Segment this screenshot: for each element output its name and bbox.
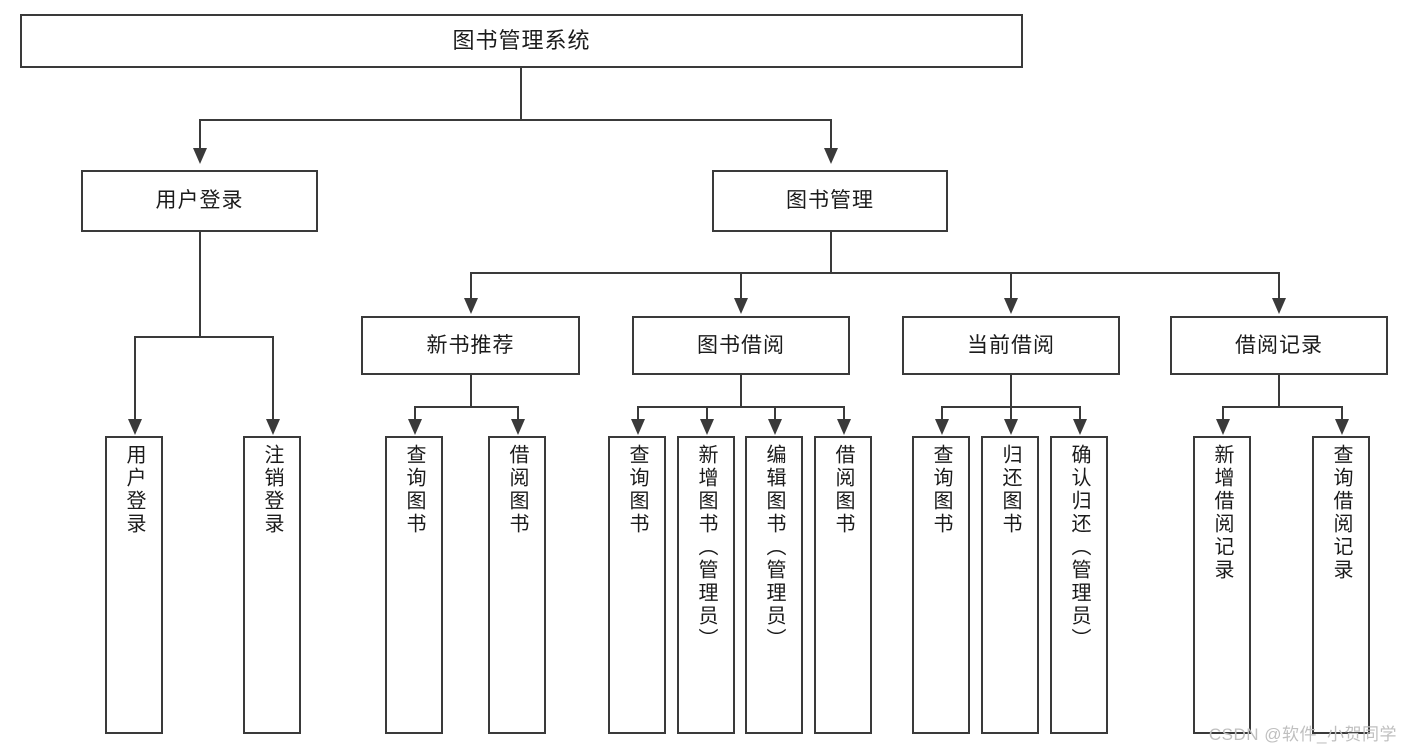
leaf-borrow-record-query-record[interactable]: 查询借阅记录 (1312, 436, 1370, 734)
connector-borrow-record-bar (1222, 406, 1341, 408)
connector-bm-drop-2 (740, 272, 742, 300)
connector-bm-drop-3 (1010, 272, 1012, 300)
node-label: 图书借阅 (697, 333, 785, 357)
connector-root-bar (199, 119, 831, 121)
arrow-root-to-book-manage (824, 148, 838, 164)
connector-bb-drop-3 (774, 406, 776, 420)
node-label: 用户登录 (123, 444, 145, 536)
node-label: 查询图书 (403, 444, 425, 536)
connector-book-manage-stem (830, 232, 832, 272)
node-label: 当前借阅 (967, 333, 1055, 357)
arrow-to-cb-return-book (1004, 419, 1018, 435)
arrow-to-new-book (464, 298, 478, 314)
node-label: 新增借阅记录 (1211, 444, 1233, 582)
node-label: 借阅图书 (832, 444, 854, 536)
connector-nb-drop-2 (517, 406, 519, 420)
node-label: 图书管理系统 (452, 27, 591, 53)
node-label: 新书推荐 (426, 333, 515, 357)
leaf-borrow-record-add-record[interactable]: 新增借阅记录 (1193, 436, 1251, 734)
node-label: 编辑图书（管理员） (763, 444, 785, 651)
connector-nb-drop-1 (414, 406, 416, 420)
arrow-root-to-user-login (193, 148, 207, 164)
connector-bb-drop-1 (637, 406, 639, 420)
node-label: 查询借阅记录 (1330, 444, 1352, 582)
connector-cb-drop-3 (1079, 406, 1081, 420)
arrow-to-cb-query-book (935, 419, 949, 435)
leaf-user-login[interactable]: 用户登录 (105, 436, 163, 734)
node-label: 归还图书 (999, 444, 1021, 536)
connector-current-borrow-stem (1010, 375, 1012, 406)
connector-bb-drop-4 (843, 406, 845, 420)
node-label: 用户登录 (155, 189, 244, 213)
csdn-watermark: CSDN @软件_小贺同学 (1208, 725, 1397, 744)
node-label: 图书管理 (786, 189, 874, 213)
node-label: 借阅图书 (506, 444, 528, 536)
arrow-to-nb-query-book (408, 419, 422, 435)
arrow-to-bb-borrow-book (837, 419, 851, 435)
node-label: 新增图书（管理员） (695, 444, 717, 651)
leaf-logout[interactable]: 注销登录 (243, 436, 301, 734)
connector-borrow-record-stem (1278, 375, 1280, 406)
connector-user-login-stem (199, 232, 201, 336)
arrow-to-borrow-record (1272, 298, 1286, 314)
node-borrow-record[interactable]: 借阅记录 (1170, 316, 1388, 375)
connector-root-drop-1 (199, 119, 201, 150)
node-book-borrow[interactable]: 图书借阅 (632, 316, 850, 375)
connector-cb-drop-2 (1010, 406, 1012, 420)
arrow-to-leaf-logout (266, 419, 280, 435)
connector-new-book-bar (414, 406, 517, 408)
arrow-to-bb-query-book (631, 419, 645, 435)
arrow-to-current-borrow (1004, 298, 1018, 314)
connector-new-book-stem (470, 375, 472, 406)
node-label: 查询图书 (626, 444, 648, 536)
connector-bm-drop-1 (470, 272, 472, 300)
connector-bm-drop-4 (1278, 272, 1280, 300)
node-user-login[interactable]: 用户登录 (81, 170, 318, 232)
leaf-new-book-borrow-book[interactable]: 借阅图书 (488, 436, 546, 734)
node-book-manage[interactable]: 图书管理 (712, 170, 948, 232)
node-label: 注销登录 (261, 444, 283, 536)
leaf-new-book-query-book[interactable]: 查询图书 (385, 436, 443, 734)
node-label: 确认归还（管理员） (1068, 444, 1090, 651)
arrow-to-br-add-record (1216, 419, 1230, 435)
arrow-to-bb-edit-book (768, 419, 782, 435)
connector-user-login-drop-1 (134, 336, 136, 420)
connector-user-login-drop-2 (272, 336, 274, 420)
connector-book-manage-bar (470, 272, 1279, 274)
connector-root-drop-2 (830, 119, 832, 150)
leaf-current-borrow-query-book[interactable]: 查询图书 (912, 436, 970, 734)
leaf-current-borrow-return-book[interactable]: 归还图书 (981, 436, 1039, 734)
arrow-to-br-query-record (1335, 419, 1349, 435)
node-new-book-recommend[interactable]: 新书推荐 (361, 316, 580, 375)
arrow-to-leaf-user-login (128, 419, 142, 435)
node-label: 借阅记录 (1235, 333, 1323, 357)
leaf-book-borrow-borrow-book[interactable]: 借阅图书 (814, 436, 872, 734)
leaf-book-borrow-add-book[interactable]: 新增图书（管理员） (677, 436, 735, 734)
leaf-book-borrow-edit-book[interactable]: 编辑图书（管理员） (745, 436, 803, 734)
arrow-to-bb-add-book (700, 419, 714, 435)
arrow-to-book-borrow (734, 298, 748, 314)
arrow-to-cb-confirm-return (1073, 419, 1087, 435)
arrow-to-nb-borrow-book (511, 419, 525, 435)
connector-user-login-bar (134, 336, 273, 338)
node-current-borrow[interactable]: 当前借阅 (902, 316, 1120, 375)
connector-cb-drop-1 (941, 406, 943, 420)
connector-br-drop-2 (1341, 406, 1343, 420)
connector-bb-drop-2 (706, 406, 708, 420)
connector-br-drop-1 (1222, 406, 1224, 420)
connector-book-borrow-stem (740, 375, 742, 406)
leaf-current-borrow-confirm-return[interactable]: 确认归还（管理员） (1050, 436, 1108, 734)
connector-root-stem (520, 68, 522, 119)
connector-book-borrow-bar (637, 406, 845, 408)
node-root-system[interactable]: 图书管理系统 (20, 14, 1023, 68)
node-label: 查询图书 (930, 444, 952, 536)
leaf-book-borrow-query-book[interactable]: 查询图书 (608, 436, 666, 734)
